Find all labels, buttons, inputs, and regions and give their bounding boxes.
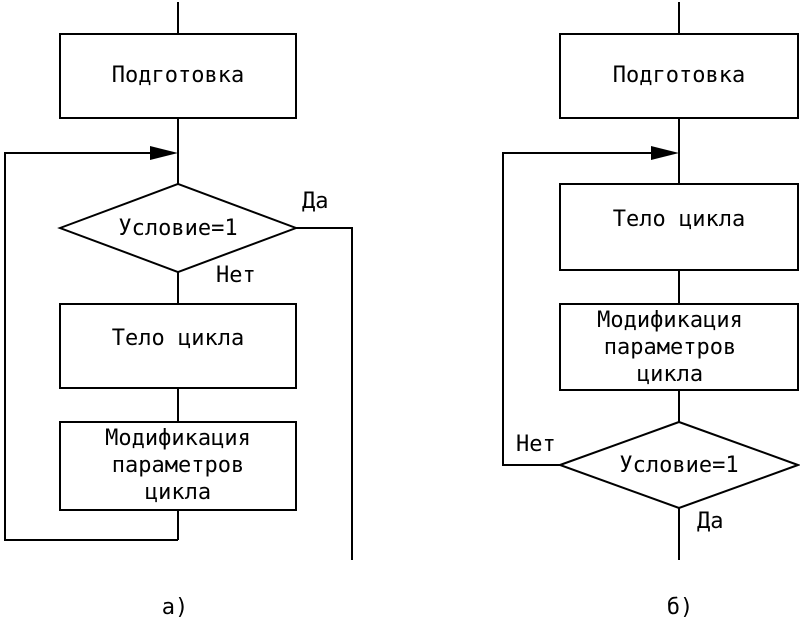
decision-diamond-b bbox=[557, 420, 800, 510]
condition-label-a: Условие=1 bbox=[118, 216, 237, 241]
body-box-a bbox=[59, 303, 297, 389]
no-label-a: Нет bbox=[216, 263, 256, 288]
prep-label-a: Подготовка bbox=[112, 63, 244, 88]
yes-branch-line-a bbox=[296, 227, 353, 560]
prep-label-b: Подготовка bbox=[613, 63, 745, 88]
loop-arrow-a bbox=[150, 146, 178, 160]
no-label-b: Нет bbox=[516, 432, 556, 457]
modif-line2-b: параметров bbox=[604, 335, 736, 360]
modif-line3-a: цикла bbox=[145, 480, 211, 505]
yes-label-b: Да bbox=[697, 509, 724, 534]
modif-box-a bbox=[59, 421, 297, 511]
modif-box-b bbox=[559, 303, 799, 391]
body-box-b bbox=[559, 183, 799, 271]
modif-line3-b: цикла bbox=[637, 362, 703, 387]
modif-line1-b: Модификация bbox=[597, 308, 743, 333]
yes-label-a: Да bbox=[302, 189, 329, 214]
condition-label-b: Условие=1 bbox=[619, 453, 738, 478]
loop-back-line-b bbox=[502, 152, 651, 466]
modif-line2-a: параметров bbox=[112, 453, 244, 478]
loop-arrow-b bbox=[651, 146, 679, 160]
caption-b: б) bbox=[667, 595, 694, 620]
body-label-a: Тело цикла bbox=[112, 326, 244, 351]
prep-box-b bbox=[559, 33, 799, 119]
modif-line1-a: Модификация bbox=[105, 426, 251, 451]
diagram-b: Подготовка Тело цикла Модификация параме… bbox=[502, 2, 800, 620]
caption-a: а) bbox=[162, 595, 189, 620]
diagram-a: Подготовка Условие=1 Да Нет Тело цикла М… bbox=[4, 2, 353, 620]
body-label-b: Тело цикла bbox=[613, 207, 745, 232]
loop-back-line-a bbox=[4, 152, 178, 541]
